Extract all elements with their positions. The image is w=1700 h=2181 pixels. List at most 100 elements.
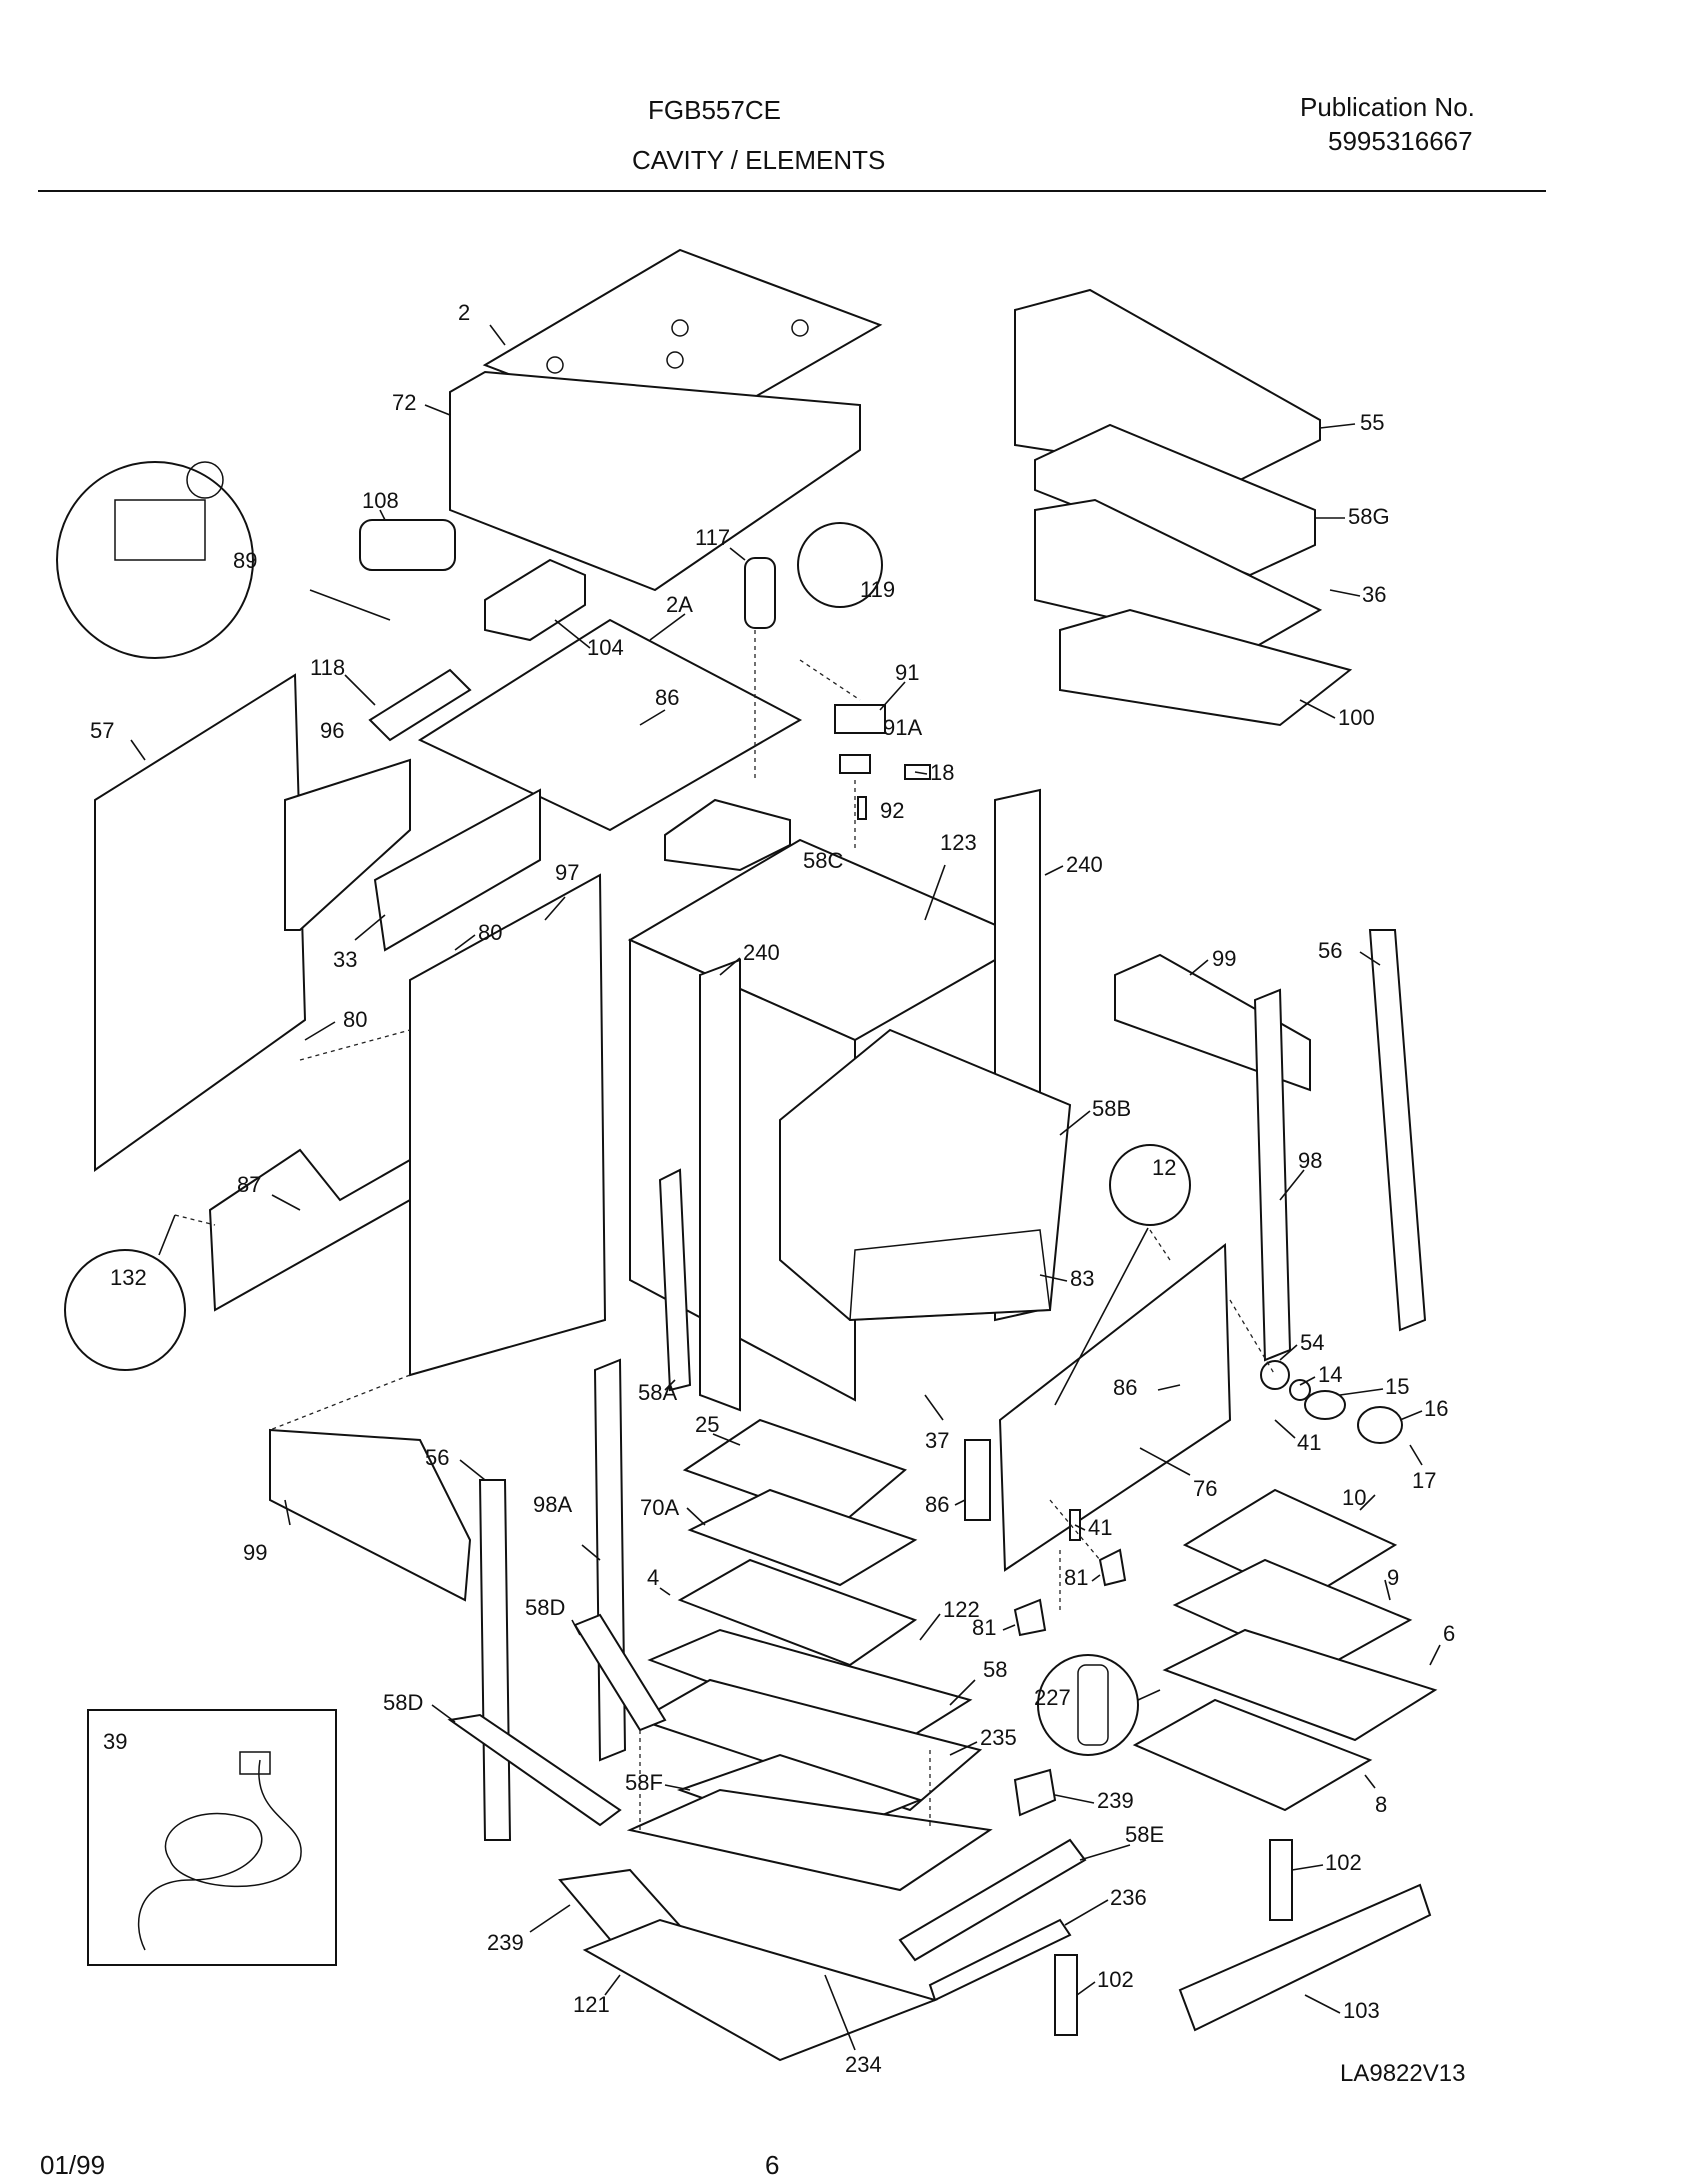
- callout-label: 76: [1193, 1476, 1217, 1501]
- part-240-left: [699, 958, 741, 1412]
- callout-label: 98A: [533, 1492, 572, 1517]
- callout-label: 58G: [1348, 504, 1390, 529]
- callout-label: 240: [743, 940, 780, 965]
- callout-label: 15: [1385, 1374, 1409, 1399]
- callout-label: 102: [1325, 1850, 1362, 1875]
- footer-date: 01/99: [40, 2150, 106, 2180]
- part-gasket-56-right: [1368, 929, 1427, 1332]
- model-number: FGB557CE: [648, 95, 781, 125]
- callout-label: 86: [655, 685, 679, 710]
- callout-label: 80: [343, 1007, 367, 1032]
- callout-label: 2: [458, 300, 470, 325]
- callout-label: 10: [1342, 1485, 1366, 1510]
- callout-label: 39: [103, 1729, 127, 1754]
- part-gasket-56-left: [478, 1479, 512, 1841]
- part-33: [373, 788, 541, 952]
- part-door-frame-76: [998, 1242, 1232, 1572]
- part-70a: [687, 1488, 918, 1587]
- part-104: [484, 558, 586, 642]
- publication-number: 5995316667: [1328, 126, 1473, 156]
- callout-label: 102: [1097, 1967, 1134, 1992]
- callout-label: 81: [972, 1615, 996, 1640]
- part-81b: [1013, 1598, 1047, 1637]
- part-shield: [1014, 288, 1321, 482]
- callout-label: 58B: [1092, 1096, 1131, 1121]
- callout-label: 239: [1097, 1788, 1134, 1813]
- part-239-right: [1013, 1768, 1057, 1817]
- part-duct-100: [1059, 608, 1353, 727]
- callout-label: 18: [930, 760, 954, 785]
- callout-label: 96: [320, 718, 344, 743]
- callout-label: 123: [940, 830, 977, 855]
- callout-label: 236: [1110, 1885, 1147, 1910]
- callout-label: 122: [943, 1597, 980, 1622]
- callout-label: 54: [1300, 1330, 1324, 1355]
- diagram-code: LA9822V13: [1340, 2060, 1466, 2087]
- callout-label: 55: [1360, 410, 1384, 435]
- callout-label: 25: [695, 1412, 719, 1437]
- part-14: [1289, 1379, 1311, 1401]
- part-108: [359, 519, 456, 571]
- callout-label: 239: [487, 1930, 524, 1955]
- callout-label: 86: [1113, 1375, 1137, 1400]
- callout-label: 227: [1034, 1685, 1071, 1710]
- callout-label: 89: [233, 548, 257, 573]
- callout-label: 6: [1443, 1621, 1455, 1646]
- part-87: [208, 1148, 411, 1312]
- detail-132-circle: [64, 1249, 186, 1371]
- section-title: CAVITY / ELEMENTS: [632, 145, 886, 175]
- callout-label: 14: [1318, 1362, 1342, 1387]
- part-side-panel-57: [94, 673, 307, 1172]
- part-tray-8: [1132, 1698, 1373, 1812]
- callout-label: 58F: [625, 1770, 663, 1795]
- part-99-left: [269, 1428, 472, 1602]
- callout-label: 98: [1298, 1148, 1322, 1173]
- header-rule: [38, 190, 1546, 192]
- footer-page: 6: [765, 2150, 780, 2180]
- callout-label: 2A: [666, 592, 693, 617]
- part-121: [582, 1918, 939, 2062]
- callout-label: 121: [573, 1992, 610, 2017]
- part-bracket-36: [1034, 498, 1323, 652]
- part-body-97: [409, 873, 607, 1377]
- part-element-plate-2a: [417, 618, 803, 832]
- callout-label: 58D: [525, 1595, 565, 1620]
- callout-label: 81: [1064, 1565, 1088, 1590]
- detail-39-box: [87, 1709, 337, 1966]
- part-58d-upper: [573, 1613, 667, 1732]
- part-117: [744, 557, 776, 629]
- part-236: [928, 1918, 1072, 2002]
- callout-label: 58E: [1125, 1822, 1164, 1847]
- part-bottom-pan: [626, 1788, 993, 1892]
- part-54: [1260, 1360, 1290, 1390]
- part-98-right: [1253, 988, 1292, 1362]
- part-58e: [898, 1838, 1087, 1962]
- callout-label: 117: [695, 525, 730, 550]
- part-91a: [839, 754, 871, 774]
- part-rack-6: [1162, 1628, 1438, 1742]
- part-103: [1178, 1883, 1432, 2032]
- callout-label: 108: [362, 488, 399, 513]
- part-102-lower: [1054, 1954, 1078, 2036]
- callout-label: 104: [587, 635, 624, 660]
- callout-label: 58A: [638, 1380, 677, 1405]
- part-15: [1304, 1390, 1346, 1420]
- callout-label: 33: [333, 947, 357, 972]
- callout-label: 103: [1343, 1998, 1380, 2023]
- callout-label: 91: [895, 660, 919, 685]
- publication-label: Publication No.: [1300, 92, 1475, 122]
- callout-label: 91A: [883, 715, 922, 740]
- callout-label: 36: [1362, 582, 1386, 607]
- part-insulation-58g: [1034, 423, 1316, 577]
- callout-label: 118: [310, 655, 345, 680]
- part-rear-panel: [449, 370, 861, 592]
- callout-label: 92: [880, 798, 904, 823]
- callout-label: 58D: [383, 1690, 423, 1715]
- detail-12-circle: [1109, 1144, 1191, 1226]
- detail-227-circle: [1037, 1654, 1139, 1756]
- callout-label: 16: [1424, 1396, 1448, 1421]
- callout-label: 56: [1318, 938, 1342, 963]
- part-86-clip: [964, 1439, 991, 1521]
- part-96: [284, 758, 411, 931]
